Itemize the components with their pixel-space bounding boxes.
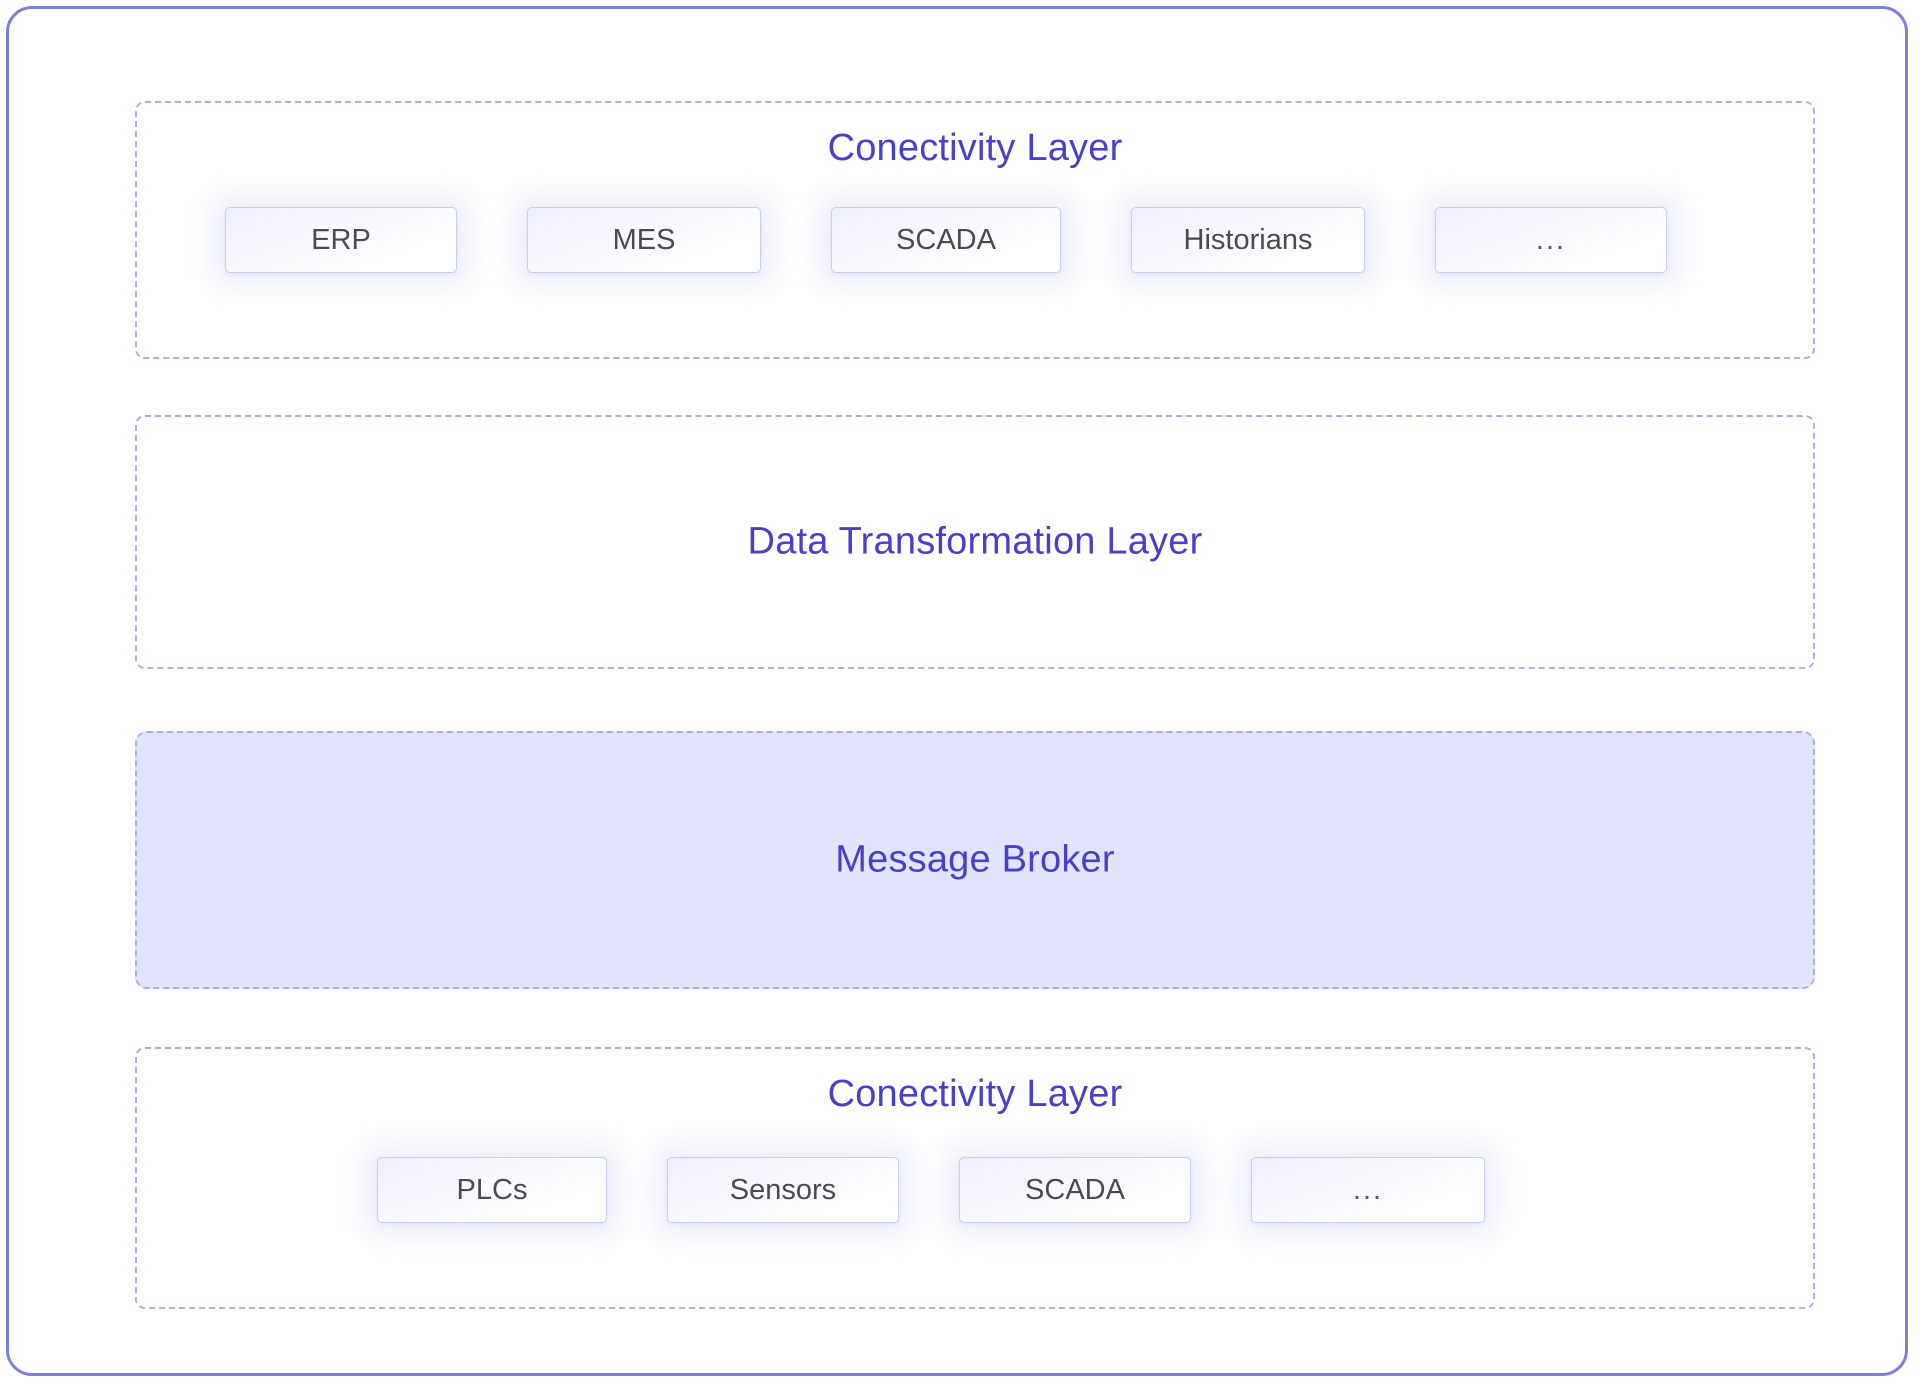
node-more-top[interactable]: ... (1435, 207, 1667, 273)
node-more-bottom[interactable]: ... (1251, 1157, 1485, 1223)
layer-connectivity-bottom: Conectivity Layer PLCs Sensors SCADA ... (135, 1047, 1815, 1309)
node-historians[interactable]: Historians (1131, 207, 1365, 273)
node-row-connectivity-bottom: PLCs Sensors SCADA ... (137, 1157, 1920, 1223)
layer-title-connectivity-bottom: Conectivity Layer (827, 1073, 1123, 1115)
layer-title-connectivity-top: Conectivity Layer (827, 127, 1123, 169)
node-scada-bottom[interactable]: SCADA (959, 1157, 1191, 1223)
node-plcs[interactable]: PLCs (377, 1157, 607, 1223)
node-scada-top[interactable]: SCADA (831, 207, 1061, 273)
layer-data-transformation: Data Transformation Layer (135, 415, 1815, 669)
layer-title-message-broker: Message Broker (835, 838, 1115, 881)
layer-stack: Conectivity Layer ERP MES SCADA Historia… (135, 9, 1815, 1373)
node-row-connectivity-top: ERP MES SCADA Historians ... (137, 207, 1901, 273)
node-mes[interactable]: MES (527, 207, 761, 273)
layer-title-data-transformation: Data Transformation Layer (747, 520, 1203, 563)
node-erp[interactable]: ERP (225, 207, 457, 273)
layer-message-broker: Message Broker (135, 731, 1815, 989)
layer-connectivity-top: Conectivity Layer ERP MES SCADA Historia… (135, 101, 1815, 359)
diagram-outer-frame: Conectivity Layer ERP MES SCADA Historia… (6, 6, 1908, 1376)
node-sensors[interactable]: Sensors (667, 1157, 899, 1223)
